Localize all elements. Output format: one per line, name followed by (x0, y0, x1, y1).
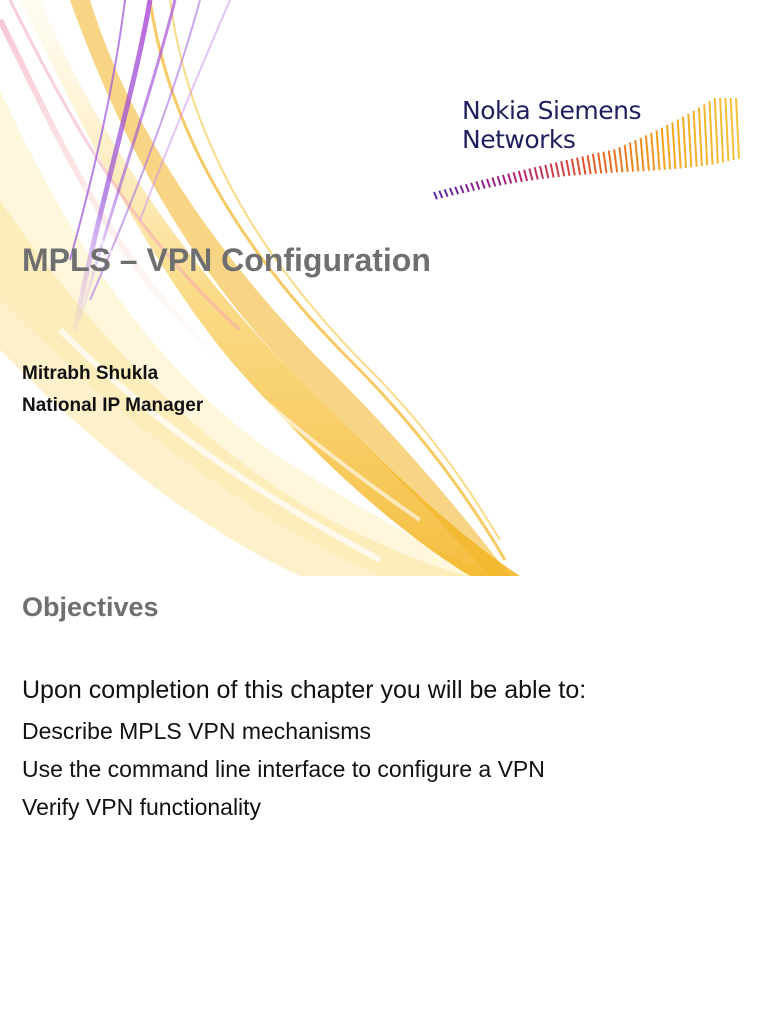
logo-wave-stripe (602, 151, 608, 174)
logo-wave-stripe (719, 97, 725, 163)
logo-wave-stripe (591, 153, 597, 174)
logo-wave-stripe (650, 132, 656, 171)
logo-wave-stripe (618, 147, 624, 173)
logo-wave-stripe (454, 186, 460, 195)
logo-wave-stripe (586, 155, 592, 175)
logo-wave-stripe (735, 97, 740, 159)
objective-item: Use the command line interface to config… (22, 756, 545, 782)
logo-wave-stripe (639, 137, 645, 172)
logo-wave-stripe (581, 156, 587, 175)
logo-wave-stripe (697, 107, 703, 167)
logo-wave-stripe (443, 189, 449, 198)
logo-wave-stripe (703, 104, 709, 166)
decorative-swirl-graphic (0, 0, 520, 576)
logo-wave-stripe (554, 162, 560, 178)
logo-wave-stripe (724, 97, 730, 162)
logo-wordmark: Nokia Siemens Networks (462, 96, 642, 154)
logo-wave-stripe (687, 113, 693, 168)
logo-wave-stripe (607, 150, 613, 173)
objectives-list: Describe MPLS VPN mechanisms Use the com… (22, 712, 545, 826)
logo-wave-stripe (459, 185, 465, 194)
logo-wave-stripe (682, 116, 687, 168)
logo-wave-stripe (629, 142, 634, 172)
logo-wave-stripe (470, 182, 476, 192)
logo-wave-stripe (692, 110, 698, 167)
logo-wave-stripe (729, 97, 735, 161)
logo-wave-stripe (486, 178, 491, 188)
logo-wave-stripe (708, 100, 714, 165)
logo-wave-stripe (491, 177, 497, 187)
logo-wave-stripe (480, 179, 486, 189)
logo-wave-stripe (448, 187, 454, 196)
logo-wave-stripe (501, 174, 507, 185)
logo-wave-stripe (644, 135, 650, 171)
logo-wave-stripe (464, 183, 470, 193)
logo-wave-stripe (512, 172, 518, 183)
objectives-intro: Upon completion of this chapter you will… (22, 676, 587, 704)
logo-wave-stripe (713, 97, 719, 164)
logo-wave-stripe (496, 175, 502, 186)
logo-wave-stripe (507, 173, 513, 184)
logo-wave-stripe (671, 122, 677, 169)
logo-wave-stripe (539, 165, 544, 180)
logo-wave-stripe (544, 164, 550, 179)
logo-wave-stripe (438, 190, 444, 199)
logo-wave-stripe (666, 124, 672, 170)
logo-wave-stripe (517, 170, 523, 183)
logo-line-1: Nokia Siemens (462, 96, 642, 125)
company-logo: Nokia Siemens Networks (430, 96, 740, 236)
presenter-role: National IP Manager (22, 395, 204, 416)
logo-wave-stripe (613, 149, 619, 173)
logo-wave-stripe (660, 127, 666, 170)
logo-wave-stripe (634, 140, 640, 172)
logo-line-2: Networks (462, 125, 576, 154)
logo-wave-stripe (623, 144, 629, 173)
logo-wave-stripe (655, 130, 661, 171)
title-slide: Nokia Siemens Networks MPLS – VPN Config… (0, 0, 740, 576)
logo-wave-stripe (523, 169, 529, 182)
logo-wave-stripe (565, 159, 571, 176)
presenter-block: Mitrabh Shukla National IP Manager (22, 358, 203, 422)
logo-wave-stripe (533, 166, 539, 180)
logo-wave-icon (433, 97, 740, 200)
logo-wave-stripe (433, 191, 438, 200)
logo-wave-stripe (597, 152, 603, 174)
presenter-name: Mitrabh Shukla (22, 363, 159, 384)
objective-item: Verify VPN functionality (22, 794, 262, 820)
logo-wave-stripe (549, 163, 555, 178)
logo-wave-stripe (676, 119, 682, 169)
objective-item: Describe MPLS VPN mechanisms (22, 718, 371, 744)
logo-wave-stripe (528, 168, 534, 181)
logo-wave-stripe (560, 161, 566, 177)
presentation-title: MPLS – VPN Configuration (22, 242, 431, 278)
logo-wave-stripe (475, 181, 481, 190)
logo-wave-stripe (570, 158, 576, 176)
logo-wave-stripe (576, 157, 582, 176)
objectives-slide: Objectives Upon completion of this chapt… (0, 576, 768, 1024)
objectives-heading: Objectives (22, 592, 159, 622)
